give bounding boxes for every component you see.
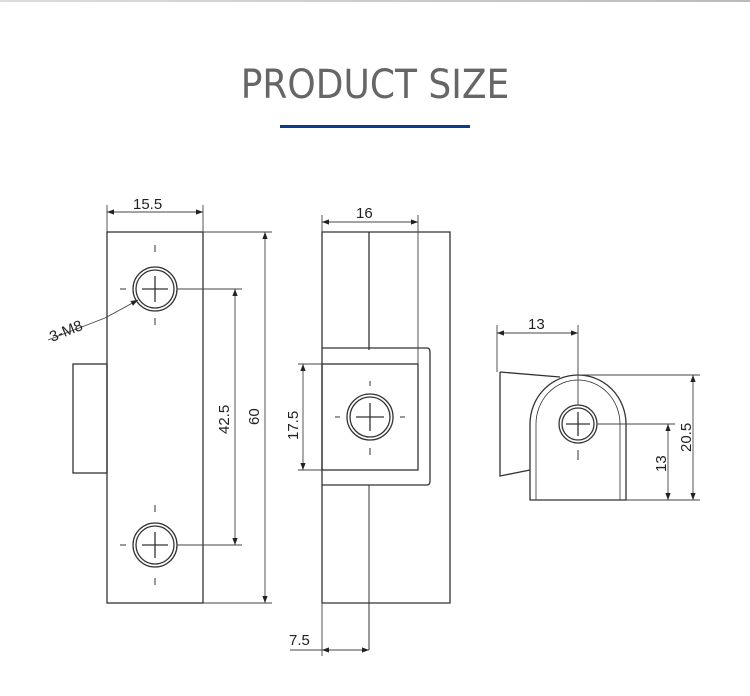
dim-front-width: 15.5 <box>133 196 162 213</box>
hole-top <box>120 245 190 325</box>
hole-callout: 3-M8 <box>47 317 85 346</box>
dim-offset: 7.5 <box>289 632 310 649</box>
dim-front-height: 60 <box>246 408 263 425</box>
top-border <box>0 0 750 2</box>
page-title: PRODUCT SIZE <box>240 62 510 108</box>
dim-end-width: 13 <box>528 316 545 333</box>
dim-block-height: 17.5 <box>285 411 302 440</box>
side-view <box>321 231 451 650</box>
end-view <box>499 371 627 501</box>
dim-hole-height: 13 <box>653 455 670 472</box>
dim-side-width: 16 <box>356 205 373 222</box>
title-underline <box>280 125 470 128</box>
front-view <box>72 231 204 604</box>
dim-end-height: 20.5 <box>678 423 695 452</box>
dim-hole-spacing: 42.5 <box>216 405 233 434</box>
